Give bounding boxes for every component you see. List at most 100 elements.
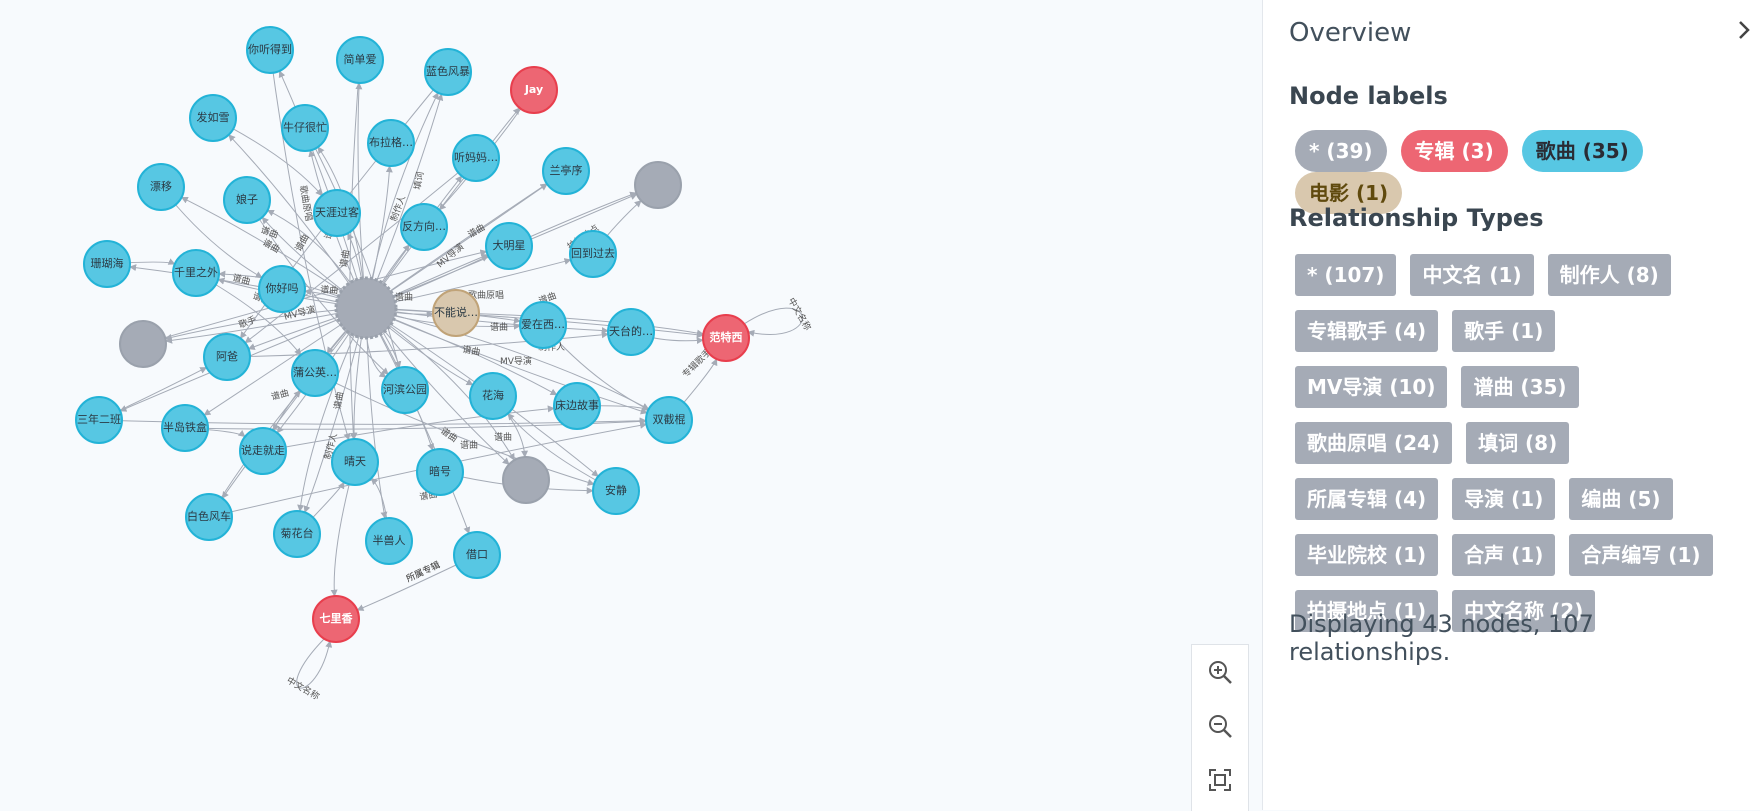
graph-node-song[interactable]: 回到过去	[569, 230, 617, 278]
graph-node-unlabeled[interactable]	[634, 161, 682, 209]
relationship-type-pill[interactable]: 中文名 (1)	[1410, 254, 1534, 296]
graph-node-song[interactable]: 发如雪	[189, 94, 237, 142]
node-circle[interactable]	[416, 448, 464, 496]
graph-node-song[interactable]: 你听得到	[246, 26, 294, 74]
relationship-edge[interactable]	[278, 70, 367, 309]
node-circle[interactable]	[291, 349, 339, 397]
collapse-sidebar-button[interactable]	[1732, 16, 1756, 44]
graph-node-song[interactable]: 蓝色风暴	[424, 48, 472, 96]
node-circle[interactable]	[485, 222, 533, 270]
graph-node-song[interactable]: 天涯过客	[313, 189, 361, 237]
relationship-type-pill[interactable]: 中文名称 (2)	[1452, 590, 1596, 632]
node-circle[interactable]	[367, 119, 415, 167]
relationship-edge[interactable]	[365, 307, 650, 410]
relationship-edge[interactable]	[165, 307, 367, 344]
relationship-type-pill[interactable]: 歌曲原唱 (24)	[1295, 422, 1453, 464]
node-circle[interactable]	[203, 333, 251, 381]
node-label-pill[interactable]: 专辑 (3)	[1400, 130, 1508, 172]
node-circle[interactable]	[137, 163, 185, 211]
relationship-type-pill[interactable]: 导演 (1)	[1452, 478, 1556, 520]
graph-node-song[interactable]: 反方向…	[400, 203, 448, 251]
relationship-edge[interactable]	[365, 307, 648, 415]
node-circle[interactable]	[334, 276, 398, 340]
node-circle[interactable]	[502, 456, 550, 504]
relationship-type-pill[interactable]: 拍摄地点 (1)	[1295, 590, 1439, 632]
node-circle[interactable]	[119, 320, 167, 368]
relationship-type-pill[interactable]: 合声编写 (1)	[1569, 534, 1713, 576]
graph-node-album[interactable]: Jay	[510, 66, 558, 114]
node-circle[interactable]	[469, 372, 517, 420]
graph-node-song[interactable]: 大明星	[485, 222, 533, 270]
node-circle[interactable]	[161, 404, 209, 452]
relationship-type-pill[interactable]: MV导演 (10)	[1295, 366, 1448, 408]
node-circle[interactable]	[634, 161, 682, 209]
nodes-layer[interactable]: 你听得到简单爱蓝色风暴Jay发如雪牛仔很忙布拉格…听妈妈…兰亭序漂移娘子天涯过客…	[75, 26, 750, 643]
relationship-edge[interactable]	[221, 307, 367, 499]
graph-svg[interactable]: 谱曲谱曲谱曲制作人填词歌曲原唱MV导演谱曲谱曲歌曲原唱谱曲谱曲歌手MV导演谱曲谱…	[0, 0, 1262, 810]
node-circle[interactable]	[312, 595, 360, 643]
graph-node-song[interactable]: 半兽人	[365, 517, 413, 565]
graph-node-song[interactable]: 天台的…	[607, 308, 655, 356]
node-circle[interactable]	[424, 48, 472, 96]
relationship-type-pill[interactable]: 编曲 (5)	[1569, 478, 1673, 520]
relationship-type-pill[interactable]: * (107)	[1295, 254, 1397, 296]
node-circle[interactable]	[273, 510, 321, 558]
graph-node-song[interactable]: 蒲公英…	[291, 349, 339, 397]
relationship-type-pill[interactable]: 合声 (1)	[1452, 534, 1556, 576]
node-circle[interactable]	[542, 147, 590, 195]
node-circle[interactable]	[432, 289, 480, 337]
graph-node-song[interactable]: 借口	[453, 531, 501, 579]
graph-node-song[interactable]: 说走就走	[239, 427, 287, 475]
node-circle[interactable]	[281, 104, 329, 152]
self-loop-edge[interactable]	[743, 307, 803, 337]
node-circle[interactable]	[246, 26, 294, 74]
node-circle[interactable]	[239, 427, 287, 475]
graph-node-unlabeled[interactable]	[119, 320, 167, 368]
relationship-edge[interactable]	[142, 249, 488, 345]
graph-canvas[interactable]: 谱曲谱曲谱曲制作人填词歌曲原唱MV导演谱曲谱曲歌曲原唱谱曲谱曲歌手MV导演谱曲谱…	[0, 0, 1262, 811]
graph-node-song[interactable]: 千里之外	[172, 249, 220, 297]
node-circle[interactable]	[172, 249, 220, 297]
node-circle[interactable]	[510, 66, 558, 114]
graph-node-song[interactable]: 菊花台	[273, 510, 321, 558]
relationship-type-pill[interactable]: 专辑歌手 (4)	[1295, 310, 1439, 352]
graph-node-song[interactable]: 听妈妈…	[452, 134, 500, 182]
fit-to-screen-button[interactable]	[1192, 753, 1248, 807]
node-circle[interactable]	[553, 382, 601, 430]
graph-node-song[interactable]: 白色风车	[185, 493, 233, 541]
graph-node-album[interactable]: 七里香	[312, 595, 360, 643]
node-label-pill[interactable]: * (39)	[1295, 130, 1387, 172]
node-label-pill[interactable]: 歌曲 (35)	[1521, 130, 1643, 172]
relationship-type-pill[interactable]: 歌手 (1)	[1452, 310, 1556, 352]
node-circle[interactable]	[381, 366, 429, 414]
node-circle[interactable]	[569, 230, 617, 278]
graph-node-song[interactable]: 你好吗	[258, 265, 306, 313]
node-circle[interactable]	[258, 265, 306, 313]
node-circle[interactable]	[519, 301, 567, 349]
relationship-type-pill[interactable]: 所属专辑 (4)	[1295, 478, 1439, 520]
node-circle[interactable]	[453, 531, 501, 579]
graph-node-song[interactable]: 漂移	[137, 163, 185, 211]
relationship-type-pill[interactable]: 毕业院校 (1)	[1295, 534, 1439, 576]
node-circle[interactable]	[313, 189, 361, 237]
graph-node-song[interactable]: 暗号	[416, 448, 464, 496]
node-circle[interactable]	[336, 36, 384, 84]
relationship-type-pill[interactable]: 谱曲 (35)	[1461, 366, 1579, 408]
graph-node-song[interactable]: 爱在西…	[519, 301, 567, 349]
self-loop-edge[interactable]	[296, 638, 333, 689]
graph-node-song[interactable]: 简单爱	[336, 36, 384, 84]
graph-node-song[interactable]: 娘子	[223, 176, 271, 224]
graph-node-song[interactable]: 兰亭序	[542, 147, 590, 195]
node-circle[interactable]	[592, 467, 640, 515]
relationship-edge[interactable]	[365, 307, 609, 334]
node-circle[interactable]	[400, 203, 448, 251]
graph-node-song[interactable]: 花海	[469, 372, 517, 420]
graph-node-unlabeled[interactable]	[334, 276, 398, 340]
graph-node-movie[interactable]: 不能说…	[432, 289, 480, 337]
node-circle[interactable]	[365, 517, 413, 565]
node-circle[interactable]	[83, 240, 131, 288]
node-circle[interactable]	[452, 134, 500, 182]
graph-node-song[interactable]: 双截棍	[645, 396, 693, 444]
zoom-in-button[interactable]	[1192, 645, 1248, 699]
node-circle[interactable]	[223, 176, 271, 224]
